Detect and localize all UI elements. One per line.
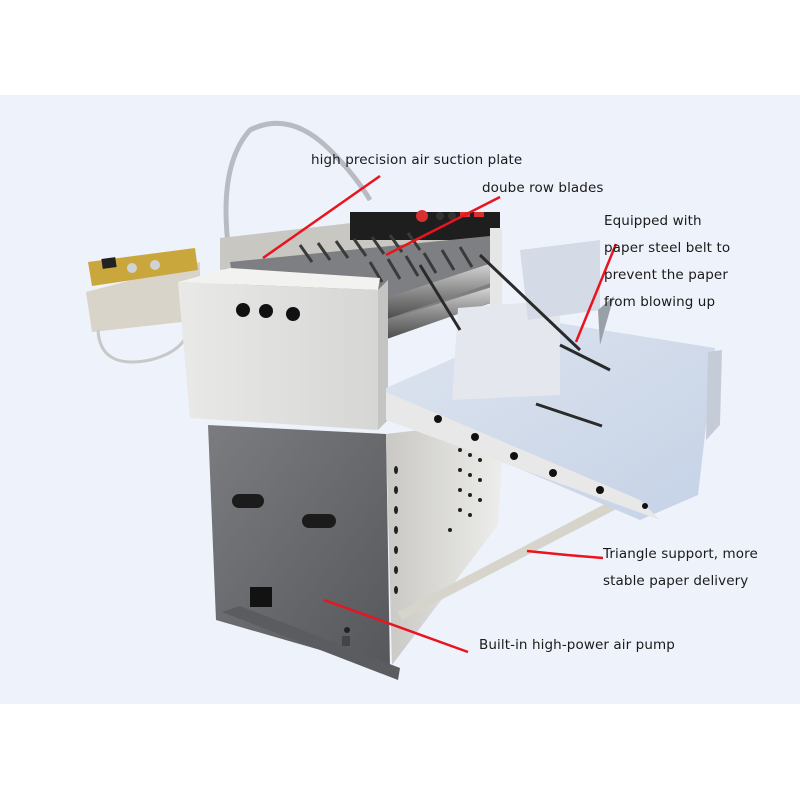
callout-text: doube row blades — [482, 180, 604, 196]
callout-text: Equipped with — [604, 213, 702, 229]
callout-line-double-row-blades — [385, 195, 501, 257]
callout-double-row-blades: doube row blades — [482, 175, 604, 202]
callout-text: stable paper delivery — [603, 573, 749, 589]
cabinet — [208, 420, 505, 680]
callout-text: paper steel belt to — [604, 240, 731, 256]
callout-triangle-support: Triangle support, more stable paper deli… — [603, 541, 758, 595]
callout-text: from blowing up — [604, 294, 716, 310]
callout-line-air-pump — [323, 598, 469, 654]
head-housing — [178, 268, 388, 430]
air-hose — [223, 120, 373, 273]
callout-text: prevent the paper — [604, 267, 728, 283]
output-tray — [386, 240, 722, 520]
callout-line-steel-belt — [574, 243, 618, 343]
callout-line-triangle-support — [526, 549, 604, 560]
callout-air-pump: Built-in high-power air pump — [479, 632, 675, 659]
callout-text: Triangle support, more — [603, 546, 758, 562]
triangle-support-strut — [398, 494, 630, 620]
port-hole — [286, 307, 300, 321]
callout-text: Built-in high-power air pump — [479, 637, 675, 653]
callout-text: high precision air suction plate — [311, 152, 523, 168]
port-hole — [259, 304, 273, 318]
callout-steel-belt: Equipped with paper steel belt to preven… — [604, 208, 730, 316]
callout-air-suction-plate: high precision air suction plate — [311, 147, 522, 174]
callout-lines — [262, 174, 618, 654]
callout-line-air-suction-plate — [262, 174, 381, 260]
port-hole — [236, 303, 250, 317]
